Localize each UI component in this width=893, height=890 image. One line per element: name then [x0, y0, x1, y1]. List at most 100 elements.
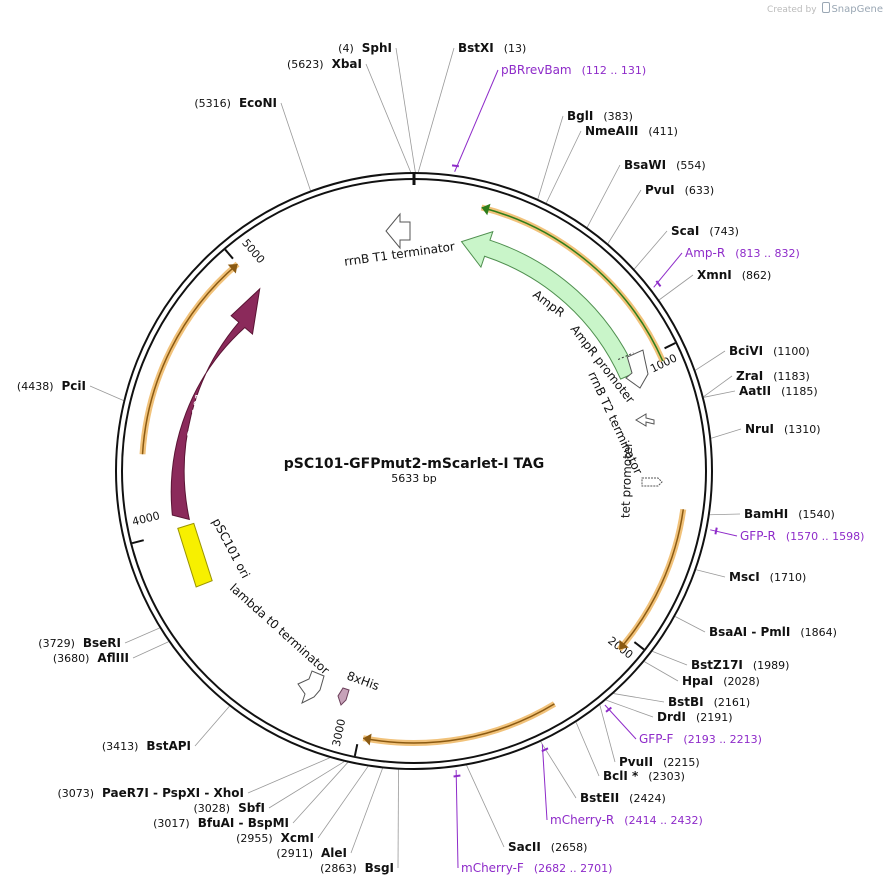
site-name: BsaWI [624, 158, 666, 172]
site-label-xbai: (5623)XbaI [287, 57, 362, 71]
tick-mark-5000 [224, 248, 234, 260]
site-position: (2215) [663, 756, 700, 769]
psc101-ori-box [177, 522, 213, 588]
label-8xhis: 8xHis [345, 669, 381, 694]
lambda-t0-terminator-arrow [297, 670, 325, 704]
site-position: (5316) [194, 97, 231, 110]
site-name: SphI [362, 41, 392, 55]
leader-bfuai-bspmi [292, 762, 348, 824]
site-position: (2911) [276, 847, 313, 860]
site-name: BseRI [83, 636, 121, 650]
site-label-bgli: BglI (383) [567, 109, 633, 123]
ampr-outer-arc-band [480, 204, 666, 363]
primer-label-mcherry-f: mCherry-F (2682 .. 2701) [461, 861, 612, 875]
gfpmut2-arc-band [616, 508, 687, 652]
site-label-sbfi: (3028)SbfI [194, 801, 266, 815]
site-position: (2863) [320, 862, 357, 875]
leader-nmeaiii [545, 130, 582, 204]
primer-range: (2682 .. 2701) [534, 862, 613, 875]
leader-nrui [711, 428, 742, 439]
site-label-pvuii: PvuII(2215) [619, 755, 700, 769]
site-label-sphi: (4) SphI [338, 41, 392, 55]
leader-bamhi [709, 513, 741, 516]
site-name: ZraI [736, 369, 763, 383]
site-position: (3729) [38, 637, 75, 650]
leader-econi [280, 102, 311, 191]
site-name: BamHI [744, 507, 788, 521]
rrnb-t2-terminator-arrow [635, 413, 655, 427]
site-position: (3680) [53, 652, 90, 665]
brand-name: SnapGene [831, 4, 883, 15]
primer-leader-gfp-f [604, 704, 637, 740]
site-position: (4438) [17, 380, 54, 393]
leader-bcivi [695, 350, 726, 371]
site-label-bcivi: BciVI(1100) [729, 344, 810, 358]
leader-bseri [124, 627, 160, 644]
site-label-bseri: (3729) BseRI [38, 636, 121, 650]
site-position: (13) [504, 42, 527, 55]
label-psc101-ori: pSC101 ori [209, 516, 252, 581]
leader-hpai [644, 661, 679, 682]
rep-region-arc [141, 263, 238, 455]
site-label-nrui: NruI(1310) [745, 422, 821, 436]
site-position: (2161) [714, 696, 751, 709]
tick-label-3000: 3000 [330, 718, 348, 748]
leader-bsgi [397, 769, 399, 869]
plasmid-size: 5633 bp [391, 472, 436, 485]
site-label-bfuai-bspmi: (3017)BfuAI - BspMI [153, 816, 289, 830]
site-name: HpaI [682, 674, 713, 688]
site-position: (3073) [57, 787, 94, 800]
primer-name: mCherry-F [461, 861, 524, 875]
site-position: (383) [603, 110, 633, 123]
leader-xcmi [317, 766, 369, 839]
site-name: BstEII [580, 791, 619, 805]
tick-mark-3000 [353, 743, 359, 757]
primer-leader-pbrrevbam [454, 69, 499, 172]
leader-alei [350, 768, 383, 854]
leader-bstbi [613, 693, 665, 703]
site-label-afliii: (3680)AflIII [53, 651, 129, 665]
site-label-sacii: SacII(2658) [508, 840, 587, 854]
primer-marker-pbrrevbam [451, 164, 459, 168]
leader-xbai [365, 63, 412, 173]
site-name: EcoNI [239, 96, 277, 110]
leader-aatii [703, 390, 736, 398]
leader-afliii [132, 641, 169, 659]
site-position: (1864) [800, 626, 837, 639]
plasmid-name: pSC101-GFPmut2-mScarlet-I TAG [284, 456, 545, 472]
site-position: (5623) [287, 58, 324, 71]
site-label-bsawi: BsaWI(554) [624, 158, 706, 172]
site-position: (4) [338, 42, 354, 55]
leader-drdi [605, 699, 654, 718]
credit-text: Created by [767, 5, 817, 15]
primer-label-gfp-r: GFP-R(1570 .. 1598) [740, 529, 864, 543]
site-label-hpai: HpaI(2028) [682, 674, 760, 688]
site-label-xcmi: (2955)XcmI [236, 831, 314, 845]
ampr-arrow [460, 230, 637, 380]
mscarlet-arc-arrowhead [363, 733, 372, 746]
rep101-arrow [170, 287, 261, 521]
site-name: SacII [508, 840, 541, 854]
leader-msci [696, 569, 726, 578]
tick-label-5000: 5000 [239, 236, 267, 266]
primer-leader-amp-r [653, 252, 683, 288]
primer-name: Amp-R [685, 246, 725, 260]
site-name: XmnI [697, 268, 732, 282]
primer-range: (112 .. 131) [582, 64, 647, 77]
site-label-bcli: BclI *(2303) [603, 769, 685, 783]
gfpmut2-arc [618, 509, 685, 650]
primer-leader-mcherry-r [541, 744, 548, 821]
site-name: BglI [567, 109, 593, 123]
leader-lines [89, 47, 742, 869]
leader-bstapi [194, 705, 230, 747]
leader-bstz17i [652, 651, 688, 666]
ampr-outer-arc-arrowhead [481, 203, 491, 216]
site-name: BsaAI - PmlI [709, 625, 790, 639]
mscarlet-arc [363, 703, 555, 744]
site-name: ScaI [671, 224, 699, 238]
site-position: (743) [709, 225, 739, 238]
site-name: BstBI [668, 695, 704, 709]
site-name: DrdI [657, 710, 686, 724]
